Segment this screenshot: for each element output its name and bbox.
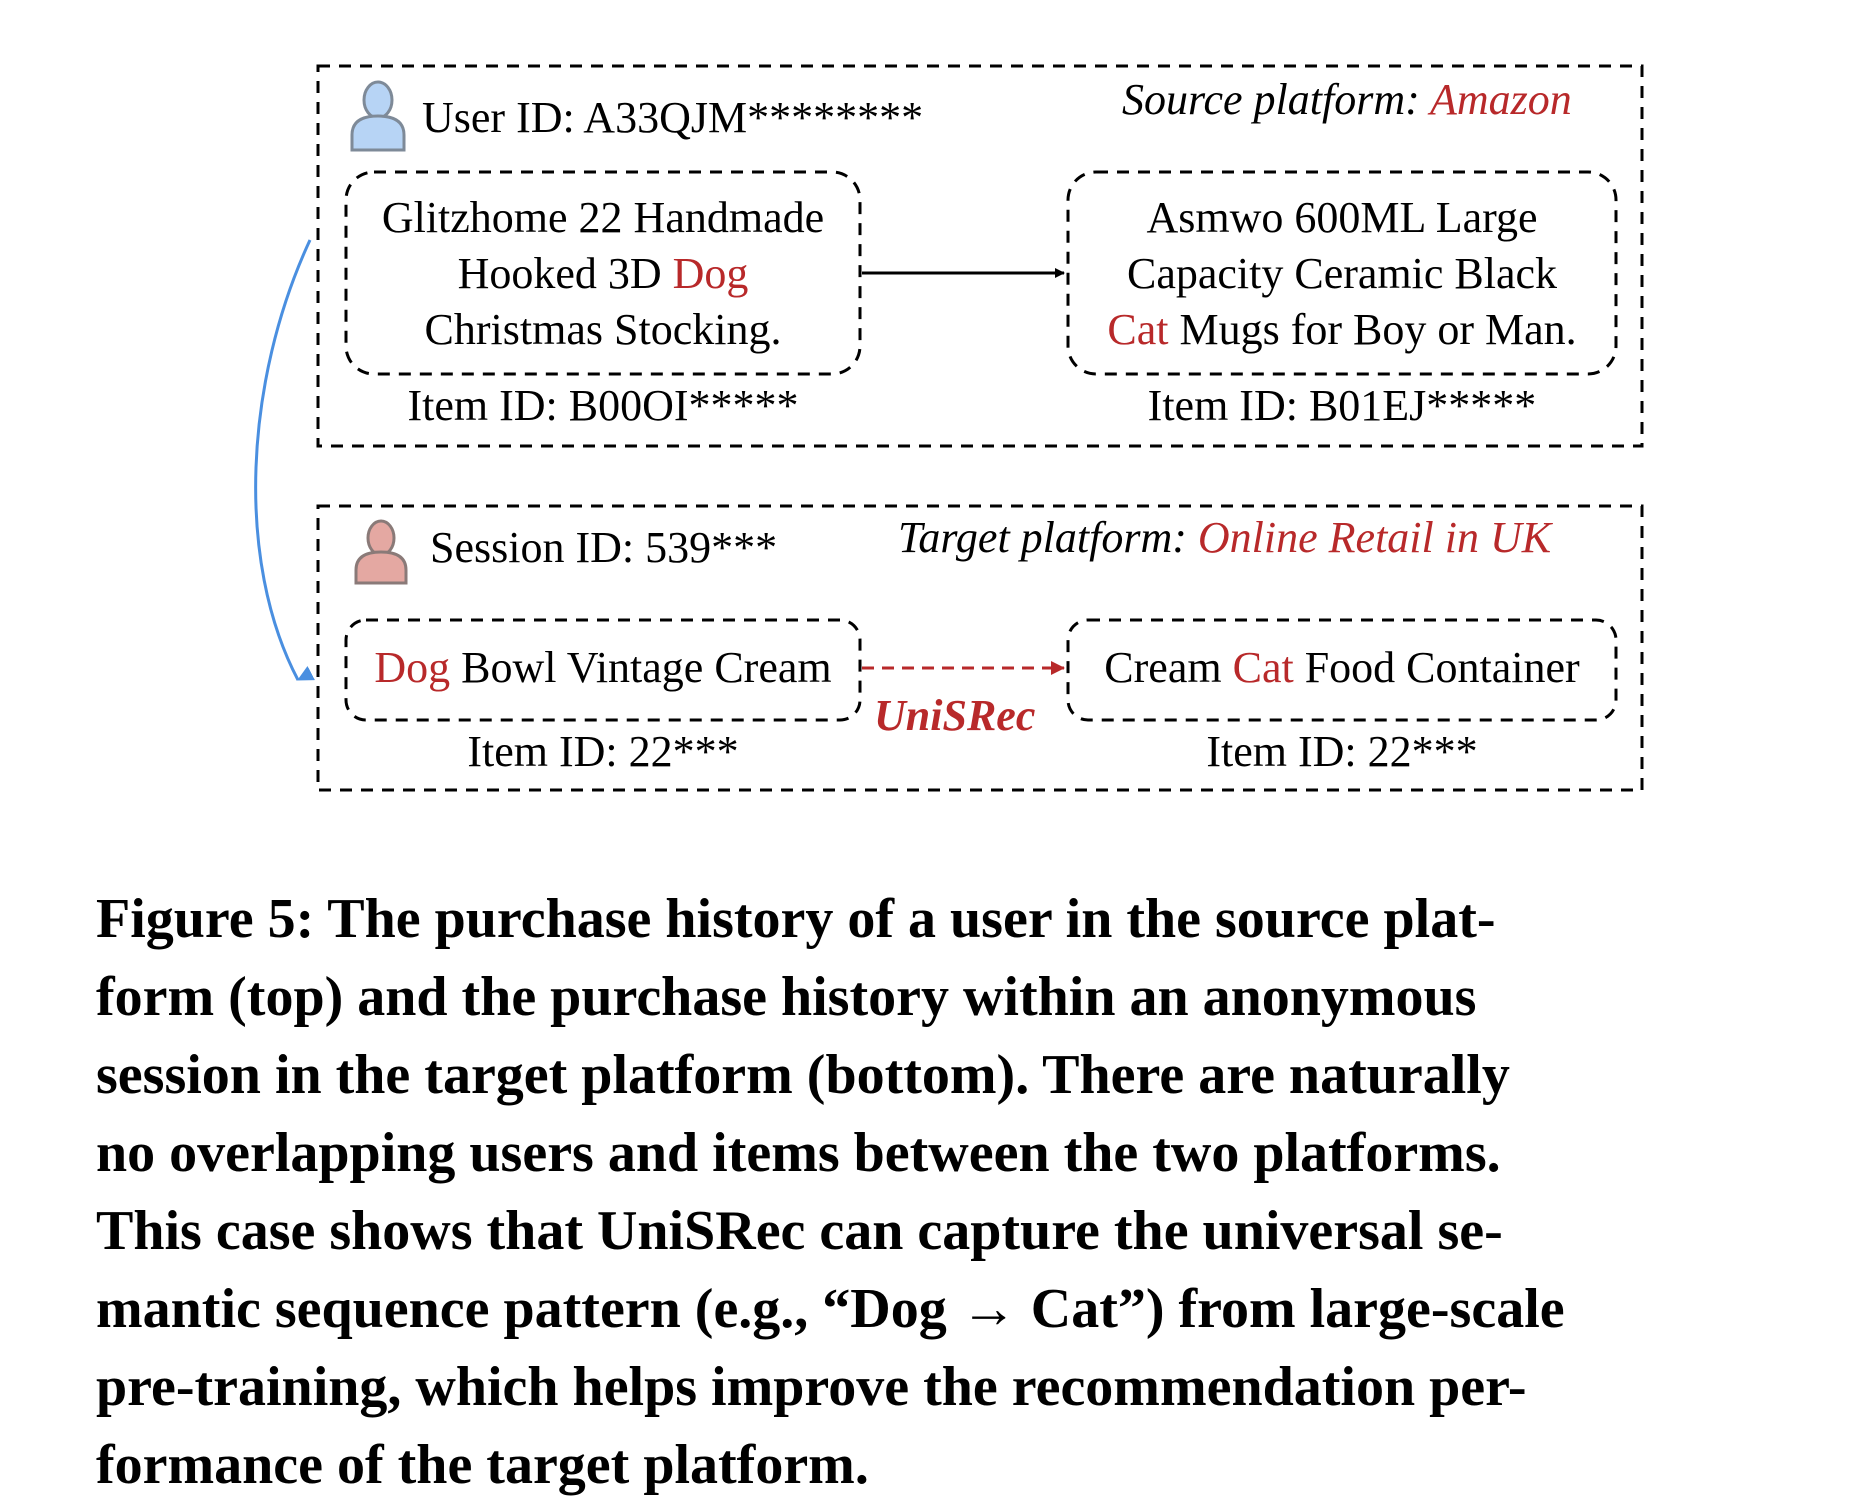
text: Cream: [1104, 643, 1233, 692]
target-platform-label: Target platform: Online Retail in UK: [898, 512, 1551, 563]
item-line: Christmas Stocking.: [424, 305, 782, 354]
text: Food Container: [1293, 643, 1580, 692]
item-line: Cat Mugs for Boy or Man.: [1068, 302, 1616, 358]
text: Mugs for Boy or Man.: [1168, 305, 1577, 354]
source-item1-title: Glitzhome 22 Handmade Hooked 3D Dog Chri…: [346, 190, 860, 358]
target-item2-id: Item ID: 22***: [1206, 727, 1478, 776]
target-item1-box: [344, 618, 862, 722]
source-user-icon: [350, 80, 406, 152]
target-platform-name: Online Retail in UK: [1197, 513, 1552, 562]
item-line: Glitzhome 22 Handmade: [381, 193, 825, 242]
transfer-arrow: [254, 239, 315, 681]
highlight-cat: Cat: [1232, 643, 1294, 692]
target-item2-box: [1066, 618, 1618, 722]
source-item2-title: Asmwo 600ML Large Capacity Ceramic Black…: [1068, 190, 1616, 358]
caption-line: session in the target platform (bottom).…: [96, 1044, 1510, 1106]
source-item1-box: [344, 170, 862, 376]
target-platform-box: [316, 504, 1644, 792]
target-user-icon: [354, 519, 408, 585]
diagram-canvas: [254, 64, 1644, 792]
caption-line: mantic sequence pattern (e.g., “Dog → Ca…: [96, 1278, 1565, 1340]
caption-line: pre-training, which helps improve the re…: [96, 1356, 1527, 1418]
text: Hooked 3D: [457, 249, 673, 298]
caption-line: no overlapping users and items between t…: [96, 1122, 1501, 1184]
item-line: Hooked 3D Dog: [346, 246, 860, 302]
source-platform-name: Amazon: [1429, 75, 1572, 124]
source-platform-prefix: Source platform:: [1122, 75, 1430, 124]
user-id-label: User ID: A33QJM********: [422, 93, 924, 142]
source-item2-box: [1066, 170, 1618, 376]
target-item1-title: Dog Bowl Vintage Cream: [346, 640, 860, 696]
highlight-cat: Cat: [1107, 305, 1169, 354]
session-id-label: Session ID: 539***: [430, 523, 778, 572]
highlight-dog: Dog: [374, 643, 451, 692]
source-item1-id: Item ID: B00OI*****: [407, 381, 799, 430]
target-item1-id: Item ID: 22***: [467, 727, 739, 776]
caption-line: This case shows that UniSRec can capture…: [96, 1200, 1503, 1262]
target-platform-prefix: Target platform:: [898, 513, 1198, 562]
unisrec-label: UniSRec: [874, 691, 1036, 740]
item-line: Asmwo 600ML Large: [1146, 193, 1538, 242]
figure-caption: Figure 5: The purchase history of a user…: [96, 880, 1816, 1504]
source-platform-label: Source platform: Amazon: [1122, 74, 1572, 125]
text: Bowl Vintage Cream: [450, 643, 832, 692]
item-line: Capacity Ceramic Black: [1126, 249, 1558, 298]
source-item2-id: Item ID: B01EJ*****: [1147, 381, 1537, 430]
caption-line: form (top) and the purchase history with…: [96, 966, 1477, 1028]
caption-line: Figure 5: The purchase history of a user…: [96, 888, 1496, 950]
source-platform-box: [316, 64, 1644, 448]
target-item2-title: Cream Cat Food Container: [1068, 640, 1616, 696]
figure-diagram: User ID: A33QJM******** Source platform:…: [254, 64, 1644, 792]
caption-line: formance of the target platform.: [96, 1434, 869, 1496]
highlight-dog: Dog: [672, 249, 749, 298]
